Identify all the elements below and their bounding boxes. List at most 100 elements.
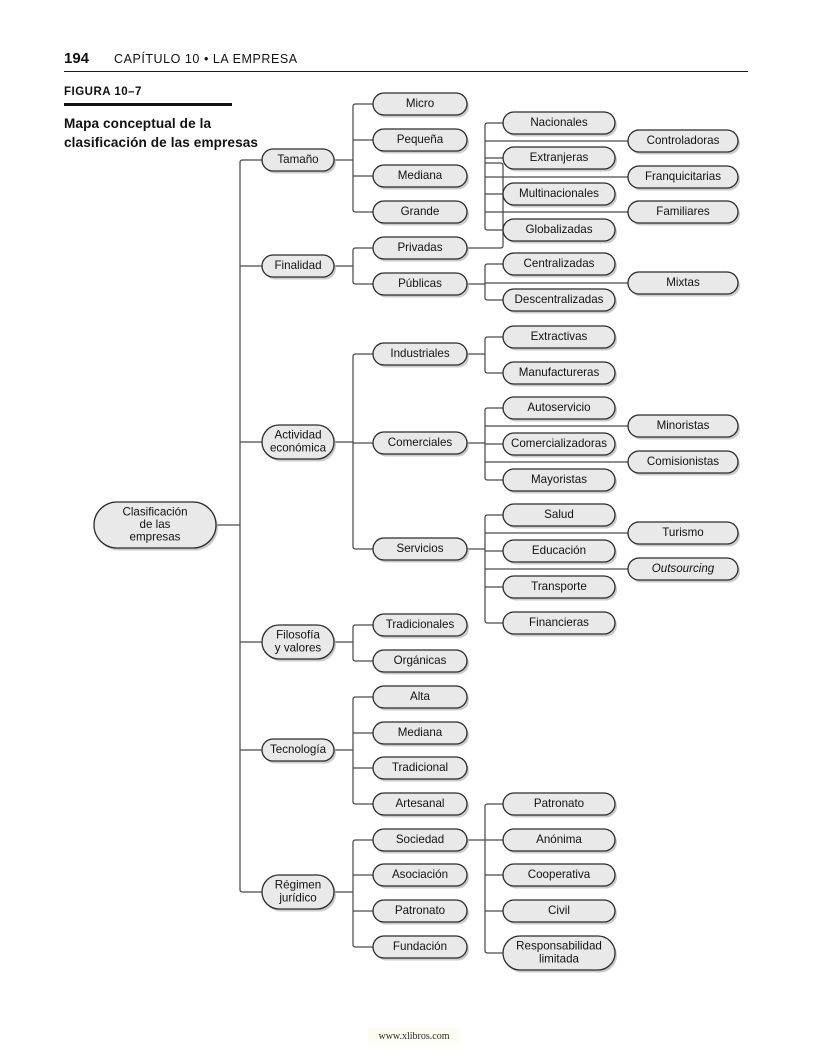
node-box: [627, 200, 739, 224]
node-servicios: Servicios: [372, 537, 469, 563]
node-tradicional: Tradicional: [372, 756, 469, 782]
connector-parent-stub: [467, 162, 504, 249]
node-comerciales: Comerciales: [372, 431, 469, 457]
connector-branch: [352, 839, 373, 843]
node-box: [372, 828, 468, 852]
node-label: Alta: [410, 690, 431, 703]
node-sociedad: Sociedad: [372, 828, 469, 854]
node-label: Familiares: [656, 205, 710, 218]
connector-layer: [216, 103, 628, 954]
node-label: Fundación: [393, 940, 447, 953]
node-box: [372, 935, 468, 959]
node-tecnologia: Tecnología: [261, 738, 336, 764]
chapter-title: CAPÍTULO 10 • LA EMPRESA: [114, 52, 298, 66]
node-box: [372, 164, 468, 188]
node-label: Salud: [544, 508, 574, 521]
node-box: [502, 792, 616, 816]
node-box: [372, 236, 468, 260]
node-label: Financieras: [529, 616, 589, 629]
node-box: [372, 899, 468, 923]
node-autoservicio: Autoservicio: [502, 396, 617, 422]
node-mediana2: Mediana: [372, 721, 469, 747]
node-box: [502, 396, 616, 420]
node-box: [502, 288, 616, 312]
node-box: [502, 325, 616, 349]
node-educacion: Educación: [502, 539, 617, 565]
node-label: Nacionales: [530, 116, 588, 129]
node-label: Manufactureras: [519, 366, 600, 379]
node-box: [502, 828, 616, 852]
connector-branch: [484, 263, 503, 267]
connector-branch: [484, 336, 503, 340]
node-centralizadas: Centralizadas: [502, 252, 617, 278]
node-box: [372, 431, 468, 455]
node-label: Tradicional: [392, 761, 448, 774]
node-label: Centralizadas: [524, 257, 595, 270]
node-label: Industriales: [390, 347, 449, 360]
node-label: Controladoras: [647, 134, 720, 147]
node-label: Cooperativa: [528, 868, 591, 881]
node-mixtas: Mixtas: [627, 271, 740, 297]
connector-branch: [484, 803, 503, 807]
node-box: [372, 272, 468, 296]
node-label: Educación: [532, 544, 586, 557]
node-label: Comisionistas: [647, 455, 719, 468]
node-box: [261, 148, 335, 172]
node-label: Privadas: [397, 241, 442, 254]
node-pequena: Pequeña: [372, 128, 469, 154]
node-fundacion: Fundación: [372, 935, 469, 961]
node-label: Outsourcing: [652, 562, 715, 575]
node-box: [502, 468, 616, 492]
node-label: Tradicionales: [386, 618, 455, 631]
node-box: [502, 218, 616, 242]
node-label: Globalizadas: [525, 223, 592, 236]
node-box: [502, 575, 616, 599]
node-label: Extranjeras: [530, 151, 589, 164]
node-box: [627, 450, 739, 474]
connector-branch: [484, 620, 503, 624]
node-box: [502, 611, 616, 635]
figure-caption-block: FIGURA 10–7 Mapa conceptual de la clasif…: [64, 86, 264, 152]
node-label: Minoristas: [657, 419, 710, 432]
node-cooperativa: Cooperativa: [502, 863, 617, 889]
node-micro: Micro: [372, 92, 469, 118]
connector-branch: [239, 159, 262, 163]
node-label: Mediana: [398, 726, 443, 739]
node-patronato1: Patronato: [372, 899, 469, 925]
node-salud: Salud: [502, 503, 617, 529]
node-franquicitarias: Franquicitarias: [627, 165, 740, 191]
node-label: Patronato: [534, 797, 584, 810]
node-box: [372, 792, 468, 816]
node-box: [502, 146, 616, 170]
node-label: Civil: [548, 904, 570, 917]
node-box: [502, 899, 616, 923]
node-nacionales: Nacionales: [502, 111, 617, 137]
node-box: [372, 613, 468, 637]
node-label: Comerciales: [388, 436, 453, 449]
node-familiares: Familiares: [627, 200, 740, 226]
node-mayoristas: Mayoristas: [502, 468, 617, 494]
node-label: Tamaño: [277, 153, 318, 166]
running-head: 194 CAPÍTULO 10 • LA EMPRESA: [64, 50, 764, 74]
connector-branch: [484, 950, 503, 954]
node-asociacion: Asociación: [372, 863, 469, 889]
node-box: [372, 863, 468, 887]
node-organicas: Orgánicas: [372, 649, 469, 675]
node-turismo: Turismo: [627, 521, 740, 547]
connector-branch: [484, 407, 503, 411]
node-box: [372, 128, 468, 152]
node-box: [93, 501, 217, 549]
node-box: [261, 738, 335, 762]
node-industriales: Industriales: [372, 342, 469, 368]
node-box: [502, 182, 616, 206]
node-label: Franquicitarias: [645, 170, 721, 183]
node-label: Comercializadoras: [511, 437, 607, 450]
node-multinacionales: Multinacionales: [502, 182, 617, 208]
node-descentralizadas: Descentralizadas: [502, 288, 617, 314]
